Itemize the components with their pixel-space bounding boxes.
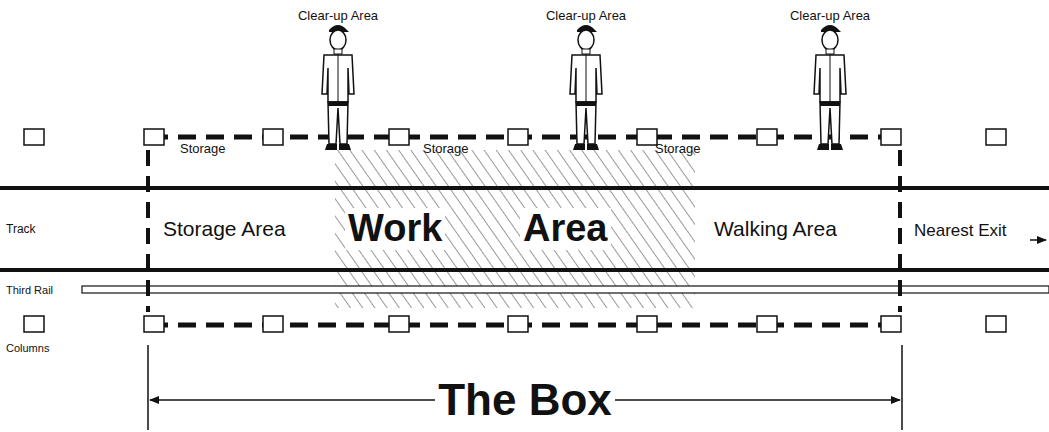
dimension-line xyxy=(147,345,149,430)
track-label: Track xyxy=(6,223,36,236)
region-label: Storage Area xyxy=(163,217,286,240)
columns-label: Columns xyxy=(6,342,49,354)
area-label: Clear-up Area xyxy=(298,9,378,23)
columns xyxy=(24,129,1006,332)
work-hatch xyxy=(335,150,695,308)
storage-label: Storage xyxy=(180,142,226,156)
box-border xyxy=(146,150,150,312)
work-label: Area xyxy=(520,208,611,250)
worker-figure xyxy=(814,25,846,150)
storage-label: Storage xyxy=(423,142,469,156)
dimension-line xyxy=(901,345,903,430)
area-label: Clear-up Area xyxy=(790,9,870,23)
box-border xyxy=(898,150,902,312)
rail-label: Third Rail xyxy=(6,284,53,296)
area-label: Clear-up Area xyxy=(546,9,626,23)
rail xyxy=(0,186,1049,190)
exit-label: Nearest Exit xyxy=(914,222,1007,241)
box-title: The Box xyxy=(435,376,615,424)
region-label: Walking Area xyxy=(714,217,837,240)
exit-arrow xyxy=(1030,239,1046,241)
work-label: Work xyxy=(345,208,445,250)
rail xyxy=(0,268,1049,272)
storage-label: Storage xyxy=(655,142,701,156)
worker-figure xyxy=(322,25,354,150)
third-rail xyxy=(82,286,1049,293)
worker-figure xyxy=(570,25,602,150)
